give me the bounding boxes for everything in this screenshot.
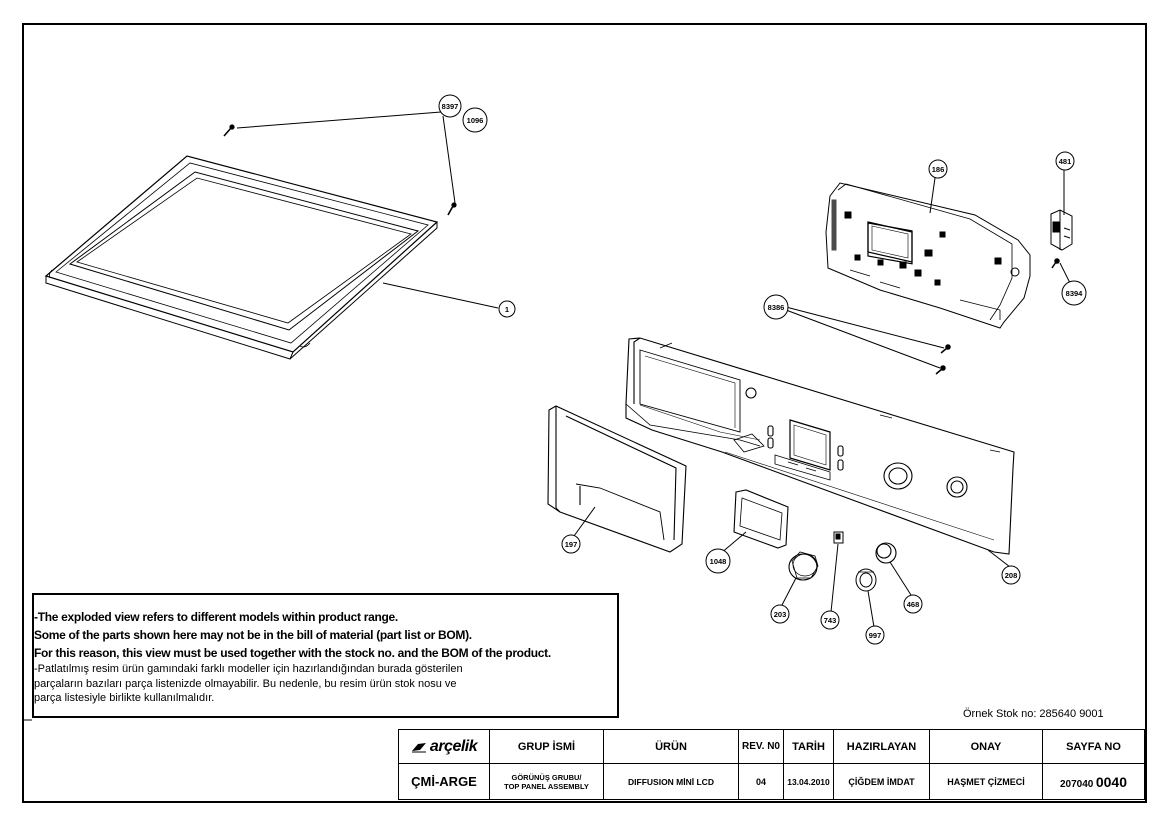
callout-1048: 1048	[705, 548, 731, 574]
group-name-line-2: TOP PANEL ASSEMBLY	[504, 781, 589, 791]
part-connector-481	[1050, 209, 1073, 251]
callout-197: 197	[561, 534, 581, 554]
callout-203: 203	[770, 604, 790, 624]
brand-logo: arçelik	[398, 729, 490, 764]
header-product: ÜRÜN	[603, 729, 739, 764]
value-rev: 04	[738, 763, 784, 800]
callout-1096: 1096	[462, 107, 488, 133]
svg-text:1048: 1048	[710, 557, 727, 566]
callouts: 8397 1096 1 186 481 8394 8386 197	[438, 94, 1087, 645]
value-department: ÇMİ-ARGE	[398, 763, 490, 800]
disclaimer-notes-box: -The exploded view refers to different m…	[32, 593, 619, 718]
part-knob-cap-468	[875, 542, 897, 564]
arcelik-logo-icon	[411, 742, 430, 754]
svg-text:197: 197	[565, 540, 578, 549]
note-tr-line-2: parçaların bazıları parça listenizde olm…	[34, 677, 457, 690]
callout-997: 997	[865, 625, 885, 645]
leader-lines	[236, 111, 1072, 628]
svg-text:8397: 8397	[442, 102, 459, 111]
part-screw-8394	[1051, 258, 1060, 269]
value-prepared-by: ÇİĞDEM İMDAT	[833, 763, 930, 800]
svg-text:468: 468	[907, 600, 920, 609]
note-en-line-3: For this reason, this view must be used …	[34, 646, 551, 660]
note-en-line-1: -The exploded view refers to different m…	[34, 610, 398, 624]
part-electronic-card	[825, 182, 1031, 329]
svg-text:186: 186	[932, 165, 945, 174]
page-prefix: 207040	[1059, 778, 1094, 790]
callout-8394: 8394	[1061, 280, 1087, 306]
group-name-line-1: GÖRÜNÜŞ GRUBU/	[511, 772, 582, 782]
value-group-name: GÖRÜNÜŞ GRUBU/ TOP PANEL ASSEMBLY	[489, 763, 604, 800]
svg-text:8386: 8386	[768, 303, 785, 312]
part-detergent-drawer	[547, 405, 687, 553]
sheet-frame	[22, 23, 1147, 803]
part-screws-8386	[935, 344, 951, 375]
value-date: 13.04.2010	[783, 763, 834, 800]
callout-743: 743	[820, 610, 840, 630]
callout-8397: 8397	[438, 94, 462, 118]
header-date: TARİH	[783, 729, 834, 764]
svg-text:1096: 1096	[467, 116, 484, 125]
callout-186: 186	[928, 159, 948, 179]
header-group-name: GRUP İSMİ	[489, 729, 604, 764]
callout-208: 208	[1001, 565, 1021, 585]
header-rev: REV. N0	[738, 729, 784, 764]
note-tr-line-3: parça listesiyle birlikte kullanılmalıdı…	[34, 692, 215, 704]
header-page-no: SAYFA NO	[1042, 729, 1145, 764]
note-tr-line-1: -Patlatılmış resim ürün gamındaki farklı…	[34, 663, 463, 675]
part-screws-8397	[223, 124, 457, 216]
note-en-line-2: Some of the parts shown here may not be …	[34, 628, 472, 642]
value-page-no: 207040 0040	[1042, 763, 1145, 800]
part-top-panel	[44, 155, 439, 360]
svg-text:8394: 8394	[1066, 289, 1084, 298]
svg-text:203: 203	[774, 610, 787, 619]
value-approved-by: HAŞMET ÇİZMECİ	[929, 763, 1043, 800]
svg-text:208: 208	[1005, 571, 1018, 580]
callout-481: 481	[1055, 151, 1075, 171]
svg-text:1: 1	[505, 305, 509, 314]
svg-text:997: 997	[869, 631, 882, 640]
part-programme-knob-203	[788, 551, 819, 581]
header-approval: ONAY	[929, 729, 1043, 764]
brand-name: arçelik	[429, 737, 478, 755]
part-display-lens-1048	[733, 489, 789, 549]
sample-stock-number: Örnek Stok no: 285640 9001	[963, 708, 1104, 720]
callout-468: 468	[903, 594, 923, 614]
part-button-743	[833, 531, 844, 544]
title-block-table: arçelik GRUP İSMİ ÜRÜN REV. N0 TARİH HAZ…	[398, 729, 1145, 800]
page-number: 0040	[1095, 773, 1128, 790]
svg-text:481: 481	[1059, 157, 1072, 166]
callout-8386: 8386	[763, 294, 789, 320]
header-prepared: HAZIRLAYAN	[833, 729, 930, 764]
part-knob-ring-997	[855, 568, 877, 592]
callout-1: 1	[498, 300, 516, 318]
value-product: DIFFUSION MİNİ LCD	[603, 763, 739, 800]
svg-text:743: 743	[824, 616, 837, 625]
part-control-panel	[625, 337, 1015, 555]
